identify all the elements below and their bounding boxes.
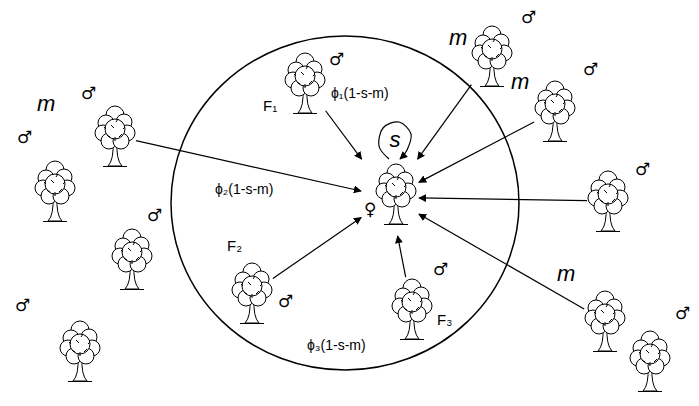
male-tree: m♂	[535, 80, 575, 142]
migration-label: m	[448, 26, 468, 50]
migration-label: m	[36, 92, 56, 116]
mother-tree: ♀	[362, 160, 418, 235]
pollen-share-label: ϕ₃(1-s-m)	[306, 338, 367, 353]
migration-label: m	[556, 262, 576, 286]
tree-icon	[585, 290, 625, 352]
self-pollination-loop	[379, 122, 412, 159]
neighbourhood-circle: ♂F₁ϕ₁(1-s-m)♀F₂♂ϕ₂(1-s-m)♂F₃ϕ₃(1-s-m)	[170, 35, 520, 371]
male-symbol: ♂	[432, 260, 449, 279]
tree-icon	[392, 278, 432, 340]
pollen-flow-arrow	[398, 236, 406, 277]
tree-icon	[630, 330, 670, 392]
tree-icon	[95, 105, 135, 167]
male-tree: ♂	[60, 320, 100, 382]
selfing-label: s	[389, 128, 402, 152]
tree-icon	[60, 320, 100, 382]
male-tree: ♂	[35, 160, 75, 222]
tree-icon	[376, 163, 416, 225]
pollen-flow-arrow	[273, 217, 361, 278]
female-symbol: ♀	[363, 200, 377, 219]
male-tree: m♂	[472, 25, 512, 87]
tree-icon	[472, 25, 512, 87]
pollen-flow-arrow	[419, 214, 584, 309]
male-symbol: ♂	[674, 304, 691, 323]
male-symbol: ♂	[634, 160, 651, 179]
tree-icon	[112, 228, 152, 290]
male-tree: m	[585, 290, 625, 352]
male-symbol: ♂	[277, 292, 294, 311]
tree-icon	[588, 170, 628, 232]
pollen-flow-arrow	[326, 111, 362, 159]
father-tree: ♂F₃ϕ₃(1-s-m)	[392, 278, 432, 340]
tree-icon	[285, 52, 325, 114]
male-symbol: ♂	[146, 206, 163, 225]
male-symbol: ♂	[16, 128, 33, 147]
male-tree: ♂	[112, 228, 152, 290]
male-tree: ♂	[630, 330, 670, 392]
male-tree: ♂	[95, 105, 135, 167]
male-tree: ♂	[588, 170, 628, 232]
male-symbol: ♂	[14, 296, 31, 315]
male-symbol: ♂	[328, 50, 345, 69]
pollen-flow-arrow	[419, 198, 587, 201]
pollen-flow-arrow	[418, 85, 472, 160]
male-symbol: ♂	[80, 84, 97, 103]
male-symbol: ♂	[520, 8, 537, 27]
pollen-share-label: ϕ₁(1-s-m)	[330, 86, 390, 101]
pollen-share-label: ϕ₂(1-s-m)	[214, 182, 274, 197]
father-label: F₃	[436, 312, 453, 329]
father-label: F₁	[262, 98, 278, 115]
father-tree: F₂♂ϕ₂(1-s-m)	[232, 262, 272, 324]
father-tree: ♂F₁ϕ₁(1-s-m)	[285, 52, 325, 114]
migration-label: m	[510, 70, 530, 94]
tree-icon	[232, 262, 272, 324]
father-label: F₂	[226, 238, 243, 255]
tree-icon	[535, 80, 575, 142]
male-symbol: ♂	[582, 60, 599, 79]
tree-icon	[35, 160, 75, 222]
